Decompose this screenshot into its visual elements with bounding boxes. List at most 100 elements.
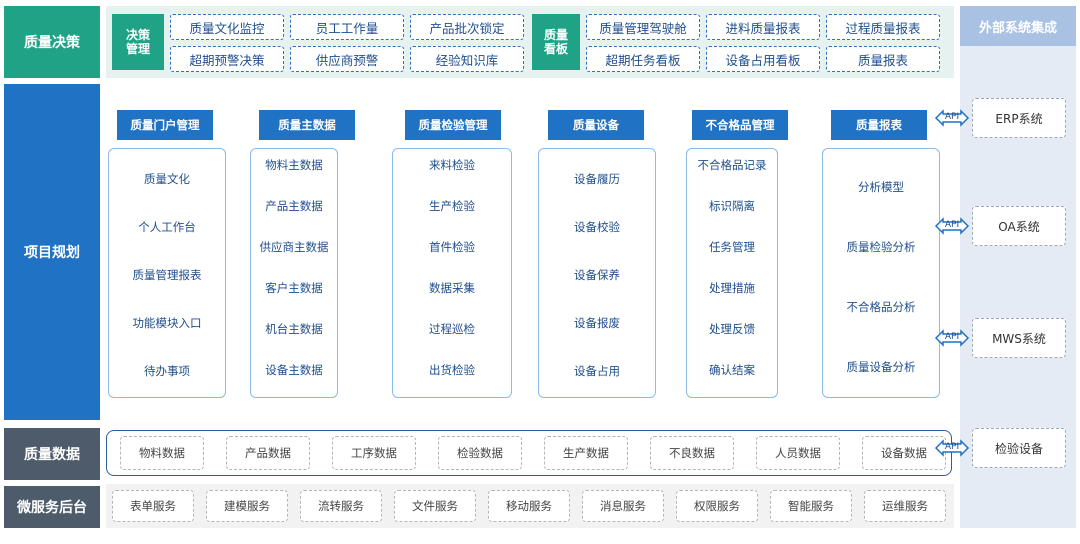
decision-group1-tag-text: 决策管理 — [125, 28, 150, 56]
module-item: 供应商主数据 — [259, 240, 329, 254]
api-label: API — [944, 332, 960, 342]
module-item: 标识隔离 — [709, 199, 755, 213]
module-title: 质量主数据 — [259, 110, 355, 140]
row-label-data: 质量数据 — [4, 428, 100, 480]
module-item: 机台主数据 — [265, 322, 323, 336]
decision-group2-top-item: 过程质量报表 — [826, 14, 940, 40]
module-item: 质量文化 — [144, 172, 190, 186]
api-arrow-icon: API — [934, 216, 970, 236]
external-title-text: 外部系统集成 — [978, 20, 1057, 36]
module-body: 分析模型质量检验分析不合格品分析质量设备分析 — [822, 148, 940, 398]
module-item: 设备校验 — [574, 220, 620, 234]
decision-group2-tag: 质量看板 — [532, 14, 580, 70]
decision-group2-bottom-item: 质量报表 — [826, 46, 940, 72]
api-arrow-icon: API — [934, 108, 970, 128]
quality-data-item: 设备数据 — [862, 436, 946, 470]
api-label: API — [944, 220, 960, 230]
external-system-item: OA系统 — [972, 206, 1066, 246]
decision-group1-tag: 决策管理 — [112, 14, 164, 70]
service-item: 流转服务 — [300, 490, 382, 522]
decision-group1-bottom-item: 供应商预警 — [290, 46, 404, 72]
external-system-item: MWS系统 — [972, 318, 1066, 358]
decision-group2-tag-text: 质量看板 — [543, 28, 568, 56]
decision-group1-top-item: 质量文化监控 — [170, 14, 284, 40]
service-item: 运维服务 — [864, 490, 946, 522]
module-item: 设备报废 — [574, 316, 620, 330]
row-label-planning-text: 项目规划 — [24, 245, 80, 261]
module-title: 质量门户管理 — [117, 110, 213, 140]
module-item: 质量设备分析 — [846, 360, 916, 374]
decision-group1-bottom-item: 经验知识库 — [410, 46, 524, 72]
service-item: 移动服务 — [488, 490, 570, 522]
module-body: 质量文化个人工作台质量管理报表功能模块入口待办事项 — [108, 148, 226, 398]
decision-group2-top-item: 质量管理驾驶舱 — [586, 14, 700, 40]
decision-group1-bottom-item: 超期预警决策 — [170, 46, 284, 72]
quality-data-item: 生产数据 — [544, 436, 628, 470]
module-item: 分析模型 — [858, 180, 904, 194]
api-arrow-icon: API — [934, 438, 970, 458]
quality-data-item: 产品数据 — [226, 436, 310, 470]
module-item: 质量检验分析 — [846, 240, 916, 254]
quality-data-item: 工序数据 — [332, 436, 416, 470]
module-body: 物料主数据产品主数据供应商主数据客户主数据机台主数据设备主数据 — [250, 148, 338, 398]
module-item: 首件检验 — [429, 240, 475, 254]
module-item: 不合格品分析 — [846, 300, 916, 314]
module-item: 出货检验 — [429, 363, 475, 377]
external-system-item: 检验设备 — [972, 428, 1066, 468]
row-label-decision-text: 质量决策 — [24, 35, 80, 51]
module-title: 质量检验管理 — [405, 110, 501, 140]
module-item: 生产检验 — [429, 199, 475, 213]
module-item: 过程巡检 — [429, 322, 475, 336]
module-item: 来料检验 — [429, 158, 475, 172]
service-item: 权限服务 — [676, 490, 758, 522]
quality-data-item: 人员数据 — [756, 436, 840, 470]
module-item: 客户主数据 — [265, 281, 323, 295]
module-item: 质量管理报表 — [132, 268, 202, 282]
decision-group2-bottom-item: 设备占用看板 — [706, 46, 820, 72]
module-item: 处理措施 — [709, 281, 755, 295]
row-label-backend-text: 微服务后台 — [17, 500, 87, 516]
planning-band — [106, 84, 954, 420]
row-label-backend: 微服务后台 — [4, 486, 100, 528]
module-item: 处理反馈 — [709, 322, 755, 336]
module-body: 设备履历设备校验设备保养设备报废设备占用 — [538, 148, 656, 398]
module-item: 确认结案 — [709, 363, 755, 377]
module-title: 质量报表 — [831, 110, 927, 140]
module-item: 物料主数据 — [265, 158, 323, 172]
module-item: 待办事项 — [144, 364, 190, 378]
module-item: 产品主数据 — [265, 199, 323, 213]
service-item: 文件服务 — [394, 490, 476, 522]
row-label-planning: 项目规划 — [4, 84, 100, 420]
decision-group1-top-item: 员工工作量 — [290, 14, 404, 40]
module-body: 来料检验生产检验首件检验数据采集过程巡检出货检验 — [392, 148, 512, 398]
module-title: 不合格品管理 — [692, 110, 788, 140]
service-item: 消息服务 — [582, 490, 664, 522]
external-system-item: ERP系统 — [972, 98, 1066, 138]
service-item: 建模服务 — [206, 490, 288, 522]
decision-group2-bottom-item: 超期任务看板 — [586, 46, 700, 72]
api-arrow-icon: API — [934, 328, 970, 348]
module-item: 数据采集 — [429, 281, 475, 295]
module-item: 不合格品记录 — [697, 158, 767, 172]
module-item: 个人工作台 — [138, 220, 196, 234]
api-label: API — [944, 112, 960, 122]
decision-group2-top-item: 进料质量报表 — [706, 14, 820, 40]
module-body: 不合格品记录标识隔离任务管理处理措施处理反馈确认结案 — [686, 148, 778, 398]
module-item: 设备主数据 — [265, 363, 323, 377]
row-label-decision: 质量决策 — [4, 6, 100, 78]
service-item: 智能服务 — [770, 490, 852, 522]
module-item: 设备履历 — [574, 172, 620, 186]
module-item: 设备占用 — [574, 364, 620, 378]
quality-data-item: 物料数据 — [120, 436, 204, 470]
module-item: 功能模块入口 — [132, 316, 202, 330]
module-item: 设备保养 — [574, 268, 620, 282]
external-title: 外部系统集成 — [960, 6, 1076, 46]
service-item: 表单服务 — [112, 490, 194, 522]
module-item: 任务管理 — [709, 240, 755, 254]
row-label-data-text: 质量数据 — [24, 447, 80, 463]
module-title: 质量设备 — [548, 110, 644, 140]
api-label: API — [944, 442, 960, 452]
decision-group1-top-item: 产品批次锁定 — [410, 14, 524, 40]
quality-data-item: 不良数据 — [650, 436, 734, 470]
quality-data-item: 检验数据 — [438, 436, 522, 470]
